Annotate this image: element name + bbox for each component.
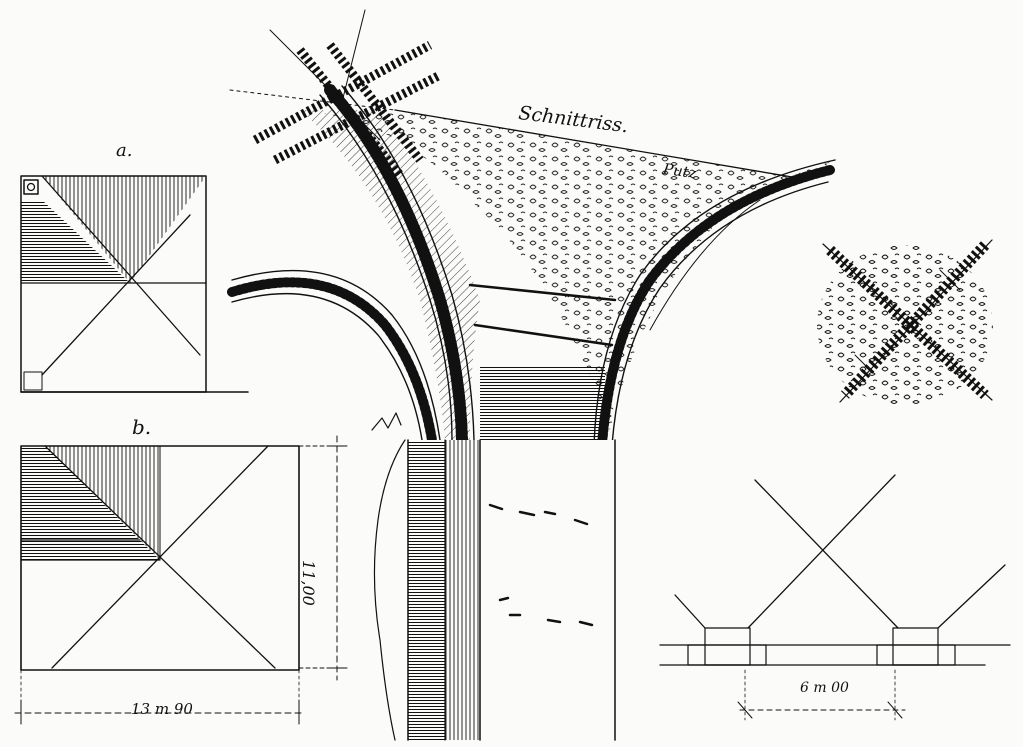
plan-a (20, 175, 249, 393)
span-dimension-label: 6 m 00 (800, 680, 849, 696)
plan-a-label: a. (116, 140, 133, 161)
plan-b (14, 435, 348, 725)
pier-section (659, 474, 1011, 721)
vault-section-sketch (227, 9, 836, 741)
width-dimension-label: 13 m 90 (131, 700, 193, 718)
height-dimension-label: 11,00 (299, 560, 318, 606)
plan-b-label: b. (132, 415, 152, 439)
rib-crossing-detail (817, 239, 993, 405)
